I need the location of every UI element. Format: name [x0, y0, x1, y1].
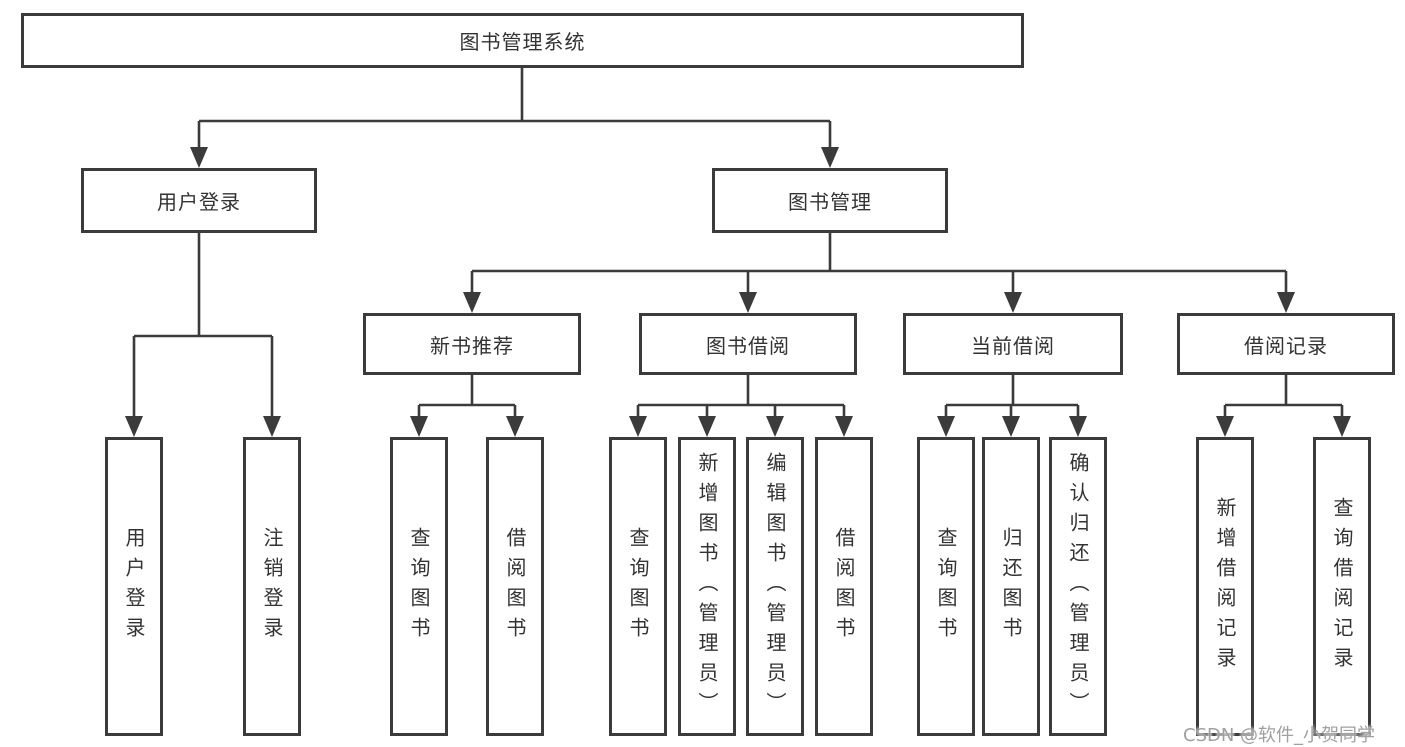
leaf-label: 新增图书（管理员） [695, 451, 719, 722]
node-book-management: 图书管理 [712, 168, 948, 233]
node-leaf-query-books-current: 查询图书 [917, 437, 975, 736]
node-leaf-add-books-admin: 新增图书（管理员） [678, 437, 736, 736]
node-leaf-return-books: 归还图书 [982, 437, 1040, 736]
node-new-book-recommend-label: 新书推荐 [430, 333, 514, 358]
node-borrow-records: 借阅记录 [1177, 313, 1395, 375]
leaf-label: 用户登录 [122, 526, 146, 647]
leaf-label: 编辑图书（管理员） [763, 451, 787, 722]
leaf-label: 查询图书 [626, 526, 650, 647]
node-leaf-query-books-recommend: 查询图书 [390, 437, 448, 736]
node-leaf-user-login: 用户登录 [105, 437, 163, 736]
node-leaf-borrow-books: 借阅图书 [815, 437, 873, 736]
node-user-login-label: 用户登录 [157, 190, 241, 214]
node-book-borrow: 图书借阅 [639, 313, 857, 375]
node-leaf-confirm-return-admin: 确认归还（管理员） [1049, 437, 1107, 736]
node-root-label: 图书管理系统 [459, 30, 586, 54]
node-leaf-query-books-borrow: 查询图书 [609, 437, 667, 736]
leaf-label: 查询借阅记录 [1330, 496, 1354, 677]
node-leaf-borrow-books-recommend: 借阅图书 [486, 437, 544, 736]
watermark: CSDN @软件_小贺同学 [1183, 725, 1376, 746]
node-leaf-logout: 注销登录 [243, 437, 301, 736]
node-current-borrow: 当前借阅 [903, 313, 1123, 375]
leaf-label: 查询图书 [934, 526, 958, 647]
node-current-borrow-label: 当前借阅 [971, 333, 1055, 358]
node-new-book-recommend: 新书推荐 [363, 313, 581, 375]
leaf-label: 借阅图书 [832, 526, 856, 647]
leaf-label: 查询图书 [407, 526, 431, 647]
node-book-borrow-label: 图书借阅 [706, 333, 790, 358]
node-leaf-edit-books-admin: 编辑图书（管理员） [746, 437, 804, 736]
node-user-login: 用户登录 [81, 168, 317, 233]
node-leaf-add-borrow-record: 新增借阅记录 [1196, 437, 1254, 736]
leaf-label: 归还图书 [999, 526, 1023, 647]
leaf-label: 注销登录 [260, 526, 284, 647]
leaf-label: 确认归还（管理员） [1066, 451, 1090, 722]
leaf-label: 借阅图书 [503, 526, 527, 647]
node-leaf-query-borrow-record: 查询借阅记录 [1313, 437, 1371, 736]
node-book-management-label: 图书管理 [788, 190, 872, 214]
leaf-label: 新增借阅记录 [1213, 496, 1237, 677]
node-root: 图书管理系统 [21, 13, 1024, 68]
node-borrow-records-label: 借阅记录 [1244, 333, 1328, 358]
